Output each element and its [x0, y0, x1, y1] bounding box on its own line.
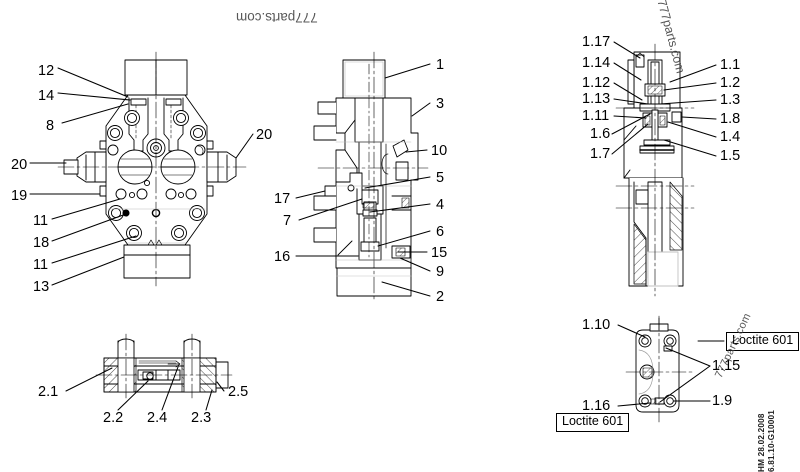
drawing-stamp-line1: HM 28.02.2008	[757, 413, 766, 472]
callout-19: 19	[11, 188, 28, 204]
callout-11-upper: 11	[33, 213, 49, 229]
callout-17: 17	[274, 191, 291, 207]
callout-12: 12	[38, 63, 55, 79]
callout-1-1: 1.1	[720, 57, 741, 73]
view-section-manifold-block	[95, 333, 233, 399]
callout-11-lower: 11	[33, 257, 49, 273]
callout-20-right: 20	[256, 127, 273, 143]
callout-3: 3	[436, 96, 445, 112]
callout-2-1: 2.1	[38, 384, 59, 400]
callout-1-2: 1.2	[720, 75, 741, 91]
callout-2-5: 2.5	[228, 384, 249, 400]
callout-13: 13	[33, 279, 50, 295]
callout-10: 10	[431, 143, 448, 159]
loctite-note-right: Loctite 601	[726, 332, 800, 351]
callout-6: 6	[436, 224, 445, 240]
watermark-top: 777parts.com	[236, 10, 318, 25]
callout-2-4: 2.4	[147, 410, 168, 426]
leader-lines	[29, 41, 725, 411]
callout-7: 7	[283, 213, 292, 229]
callout-9: 9	[436, 264, 445, 280]
callout-1-8: 1.8	[720, 111, 741, 127]
callout-1-12: 1.12	[582, 75, 611, 91]
callout-1: 1	[436, 57, 445, 73]
callout-5: 5	[436, 170, 445, 186]
view-plan-valve-body	[57, 51, 247, 287]
view-section-pilot-valve	[615, 43, 695, 297]
callout-8: 8	[46, 118, 55, 134]
callout-1-16: 1.16	[582, 398, 611, 414]
callout-1-14: 1.14	[582, 55, 611, 71]
callout-1-17: 1.17	[582, 34, 611, 50]
callout-2-3: 2.3	[191, 410, 212, 426]
callout-1-5: 1.5	[720, 148, 741, 164]
callout-4: 4	[436, 197, 445, 213]
callout-1-6: 1.6	[590, 126, 611, 142]
callout-1-3: 1.3	[720, 92, 741, 108]
callout-18: 18	[33, 235, 50, 251]
callout-2: 2	[436, 289, 445, 305]
view-section-valve-body	[313, 51, 429, 301]
callout-1-9: 1.9	[712, 393, 733, 409]
loctite-note-bottom: Loctite 601	[556, 413, 630, 432]
callout-1-10: 1.10	[582, 317, 611, 333]
callout-1-11: 1.11	[582, 108, 610, 124]
callout-1-4: 1.4	[720, 129, 741, 145]
view-face-cover-plate	[625, 315, 693, 423]
drawing-stamp-line2: 6.81.10-G10001	[767, 410, 776, 472]
callout-20-left: 20	[11, 157, 28, 173]
callout-1-7: 1.7	[590, 146, 611, 162]
callout-2-2: 2.2	[103, 410, 124, 426]
callout-15: 15	[431, 245, 448, 261]
callout-14: 14	[38, 88, 55, 104]
callout-16: 16	[274, 249, 291, 265]
callout-1-15: 1.15	[712, 358, 741, 374]
callout-1-13: 1.13	[582, 91, 611, 107]
